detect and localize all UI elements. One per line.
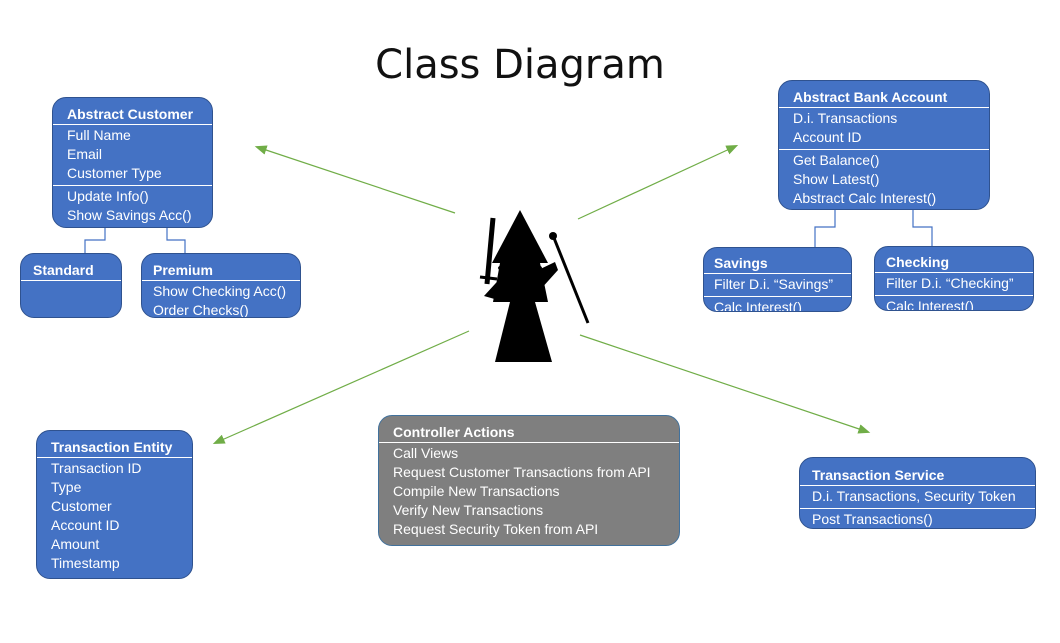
method: Show Latest() <box>793 171 880 187</box>
attribute: Amount <box>51 536 100 552</box>
savings-class: Savings Filter D.i. “Savings” Calc Inter… <box>703 247 852 312</box>
checking-name: Checking <box>886 254 950 270</box>
controller-action: Compile New Transactions <box>393 483 560 499</box>
connector-savings <box>814 210 836 247</box>
method: Update Info() <box>67 188 149 204</box>
attribute: Timestamp <box>51 555 120 571</box>
connector-premium <box>166 228 186 253</box>
wizard-icon <box>479 210 590 362</box>
checking-attributes: Filter D.i. “Checking” <box>875 272 1033 295</box>
checking-class: Checking Filter D.i. “Checking” Calc Int… <box>874 246 1034 311</box>
controller-action: Request Security Token from API <box>393 521 599 537</box>
method: Show Checking Acc() <box>153 283 287 299</box>
transaction-entity-name: Transaction Entity <box>51 439 173 455</box>
standard-body <box>21 280 121 284</box>
arrow-to-transaction-service <box>579 334 871 434</box>
abstract-customer-class: Abstract Customer Full Name Email Custom… <box>52 97 213 228</box>
arrow-to-abstract-bank-account <box>577 144 739 220</box>
page-title: Class Diagram <box>375 42 665 88</box>
standard-name: Standard <box>33 262 94 278</box>
transaction-entity-attributes: Transaction ID Type Customer Account ID … <box>37 457 192 575</box>
premium-class: Premium Show Checking Acc() Order Checks… <box>141 253 301 318</box>
abstract-bank-account-attributes: D.i. Transactions Account ID <box>779 107 989 149</box>
attribute: Customer Type <box>67 165 162 181</box>
attribute: Account ID <box>793 129 862 145</box>
savings-methods: Calc Interest() <box>704 296 851 312</box>
method: Order Checks() <box>153 302 249 318</box>
attribute: Full Name <box>67 127 131 143</box>
abstract-customer-name: Abstract Customer <box>67 106 194 122</box>
attribute: Email <box>67 146 103 162</box>
abstract-bank-account-methods: Get Balance() Show Latest() Abstract Cal… <box>779 149 989 209</box>
controller-action: Request Customer Transactions from API <box>393 464 651 480</box>
controller-actions-name: Controller Actions <box>393 424 515 440</box>
premium-name: Premium <box>153 262 213 278</box>
attribute: D.i. Transactions <box>793 110 898 126</box>
arrow-to-abstract-customer <box>254 145 456 214</box>
connector-checking <box>912 210 933 246</box>
method: Calc Interest() <box>714 299 802 312</box>
method: Get Balance() <box>793 152 880 168</box>
method: Show Savings Acc() <box>67 207 192 223</box>
abstract-customer-methods: Update Info() Show Savings Acc() <box>53 185 212 227</box>
attribute: Customer <box>51 498 112 514</box>
abstract-bank-account-class: Abstract Bank Account D.i. Transactions … <box>778 80 990 210</box>
abstract-customer-attributes: Full Name Email Customer Type <box>53 124 212 185</box>
controller-action: Verify New Transactions <box>393 502 544 518</box>
controller-actions-box: Controller Actions Call Views Request Cu… <box>378 415 680 546</box>
savings-attributes: Filter D.i. “Savings” <box>704 273 851 296</box>
method: Abstract Calc Interest() <box>793 190 937 206</box>
savings-name: Savings <box>714 255 768 271</box>
transaction-service-class: Transaction Service D.i. Transactions, S… <box>799 457 1036 529</box>
attribute: Filter D.i. “Savings” <box>714 276 834 292</box>
method: Post Transactions() <box>812 511 933 527</box>
checking-methods: Calc Interest() <box>875 295 1033 311</box>
controller-actions-list: Call Views Request Customer Transactions… <box>379 442 679 541</box>
transaction-service-name: Transaction Service <box>812 467 945 483</box>
transaction-service-methods: Post Transactions() <box>800 508 1035 528</box>
attribute: Account ID <box>51 517 120 533</box>
attribute: Transaction ID <box>51 460 142 476</box>
transaction-entity-class: Transaction Entity Transaction ID Type C… <box>36 430 193 579</box>
method: Calc Interest() <box>886 298 974 311</box>
attribute: Filter D.i. “Checking” <box>886 275 1014 291</box>
attribute: D.i. Transactions, Security Token <box>812 488 1016 504</box>
standard-class: Standard <box>20 253 122 318</box>
attribute: Type <box>51 479 82 495</box>
transaction-service-attributes: D.i. Transactions, Security Token <box>800 485 1035 508</box>
abstract-bank-account-name: Abstract Bank Account <box>793 89 948 105</box>
connector-standard <box>84 228 106 253</box>
arrow-to-transaction-entity <box>212 330 470 444</box>
controller-action: Call Views <box>393 445 459 461</box>
premium-methods: Show Checking Acc() Order Checks() <box>142 280 300 318</box>
